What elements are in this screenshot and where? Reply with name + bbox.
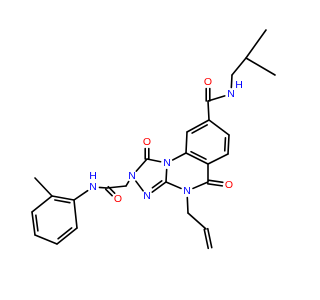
- bond-t5-t6-inner: [57, 227, 73, 240]
- bond-c_all1-c_all2: [187, 212, 207, 230]
- bond-c_co2-n_allyl: [192, 181, 209, 190]
- bond-b4-b5-inner: [190, 150, 207, 160]
- hydrogen-symbol: H: [89, 170, 97, 182]
- atom-label-background: [225, 88, 237, 100]
- bond-c_iso_m1-c_iso: [245, 29, 267, 59]
- bond-b4-b5: [185, 152, 209, 165]
- bond-c_co2-o_co2-b: [207, 179, 224, 184]
- bond-t4-t5: [34, 234, 58, 245]
- bond-t3-t4: [31, 211, 36, 236]
- hydrogen-label-background: [234, 80, 244, 90]
- bond-b2-b3: [227, 134, 230, 155]
- atom-label-background: [161, 157, 173, 169]
- atom-label-background: [223, 179, 235, 191]
- bond-c_tz-n_tz3-inner: [151, 180, 163, 189]
- atom-o_co1: O: [141, 136, 153, 148]
- bond-b2-b3-inner: [223, 137, 227, 152]
- atom-n_tz3: N: [141, 190, 153, 202]
- atom-symbol: O: [204, 76, 212, 88]
- bond-c_iso-c_iso_m2: [245, 57, 276, 76]
- bond-c_amide2-o_amide2-b: [107, 185, 116, 194]
- atom-label-background: [126, 170, 138, 182]
- atom-label-background: [87, 181, 99, 193]
- atom-n_tz2: N: [126, 170, 138, 182]
- bond-c_amide2-n_amide2: [98, 186, 108, 189]
- atom-symbol: N: [89, 181, 97, 193]
- bond-n_tz3-n_tz2: [135, 180, 144, 192]
- atom-symbol: O: [225, 179, 233, 191]
- bond-c_amide1-b1: [207, 100, 210, 121]
- atom-n_allyl: N: [181, 185, 193, 197]
- atom-label-background: [141, 136, 153, 148]
- atom-o_amide1: O: [202, 76, 214, 88]
- bond-c_all2-c_all3-a: [203, 228, 210, 250]
- atom-symbol: N: [183, 185, 191, 197]
- atom-symbol: O: [114, 193, 122, 205]
- bond-t1-t2: [51, 195, 75, 201]
- bond-t2-t_me: [34, 177, 53, 197]
- atom-o_amide2: O: [112, 193, 124, 205]
- bond-b6-b1: [186, 119, 210, 133]
- bond-n_tz2-c_ch2b: [125, 180, 130, 187]
- bond-n_amide2-t1: [73, 189, 89, 201]
- hydrogen-symbol: H: [235, 79, 243, 91]
- atom-label-background: [181, 185, 193, 197]
- bond-c_co2-o_co2-a: [206, 182, 224, 187]
- bond-t5-t6: [56, 227, 78, 245]
- atom-n_amide1: NH: [225, 79, 244, 100]
- bond-b5-b6: [185, 131, 188, 154]
- atom-o_co2: O: [223, 179, 235, 191]
- atom-n_fused: N: [161, 157, 173, 169]
- bond-c_all2-c_all3-b: [206, 227, 213, 249]
- bond-b1-b2: [208, 119, 230, 136]
- bond-n_allyl-c_tz: [165, 181, 182, 190]
- bond-b6-b1-inner: [191, 124, 208, 134]
- bond-t1-t2-inner: [54, 199, 71, 204]
- bond-c_amide2-o_amide2-a: [104, 188, 113, 197]
- bond-b3-b4: [207, 153, 229, 165]
- atom-label-background: [202, 76, 214, 88]
- bond-c_iso-c_ch2: [231, 57, 247, 76]
- atom-label-background: [112, 193, 124, 205]
- atom-symbol: O: [143, 136, 151, 148]
- bond-c_ch2-n_amide1: [230, 74, 233, 89]
- bond-c_tz-n_fused: [165, 168, 168, 183]
- bond-t2-t3: [31, 195, 53, 213]
- bond-layer: [31, 29, 276, 250]
- atom-symbol: N: [163, 157, 171, 169]
- atom-symbol: N: [227, 88, 235, 100]
- atom-n_amide2: NH: [87, 170, 99, 193]
- hydrogen-label-background: [88, 171, 98, 181]
- atom-symbol: N: [143, 190, 151, 202]
- bond-n_tz2-c_co1: [135, 158, 148, 172]
- bond-c_tz-n_tz3: [151, 181, 167, 193]
- bond-b5-n_fused: [171, 152, 187, 161]
- atom-symbol: N: [128, 170, 136, 182]
- atom-label-background: [141, 190, 153, 202]
- bond-t3-t4-inner: [35, 214, 39, 232]
- bond-n_amide1-c_amide1: [207, 95, 226, 102]
- bond-t6-t1: [73, 199, 78, 229]
- bond-n_allyl-c_all1: [186, 196, 189, 214]
